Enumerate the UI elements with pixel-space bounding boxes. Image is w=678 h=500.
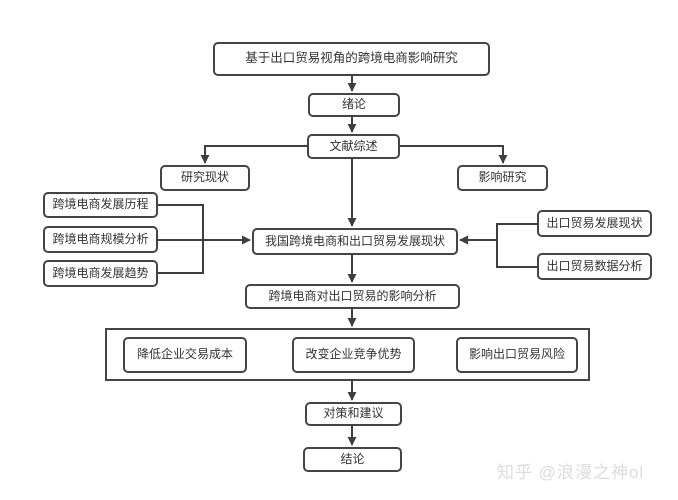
node-development-status: 我国跨境电商和出口贸易发展现状	[252, 228, 458, 255]
node-change-competitive-advantage: 改变企业竞争优势	[292, 337, 415, 373]
node-conclusion: 结论	[303, 447, 402, 472]
node-literature-review: 文献综述	[307, 134, 400, 159]
arrow-literature-to-impact-research	[400, 145, 508, 164]
node-cbec-scale: 跨境电商规模分析	[43, 226, 158, 253]
zhihu-watermark: 知乎 @浪漫之神ol	[497, 463, 645, 482]
node-export-trade-data: 出口贸易数据分析	[537, 253, 652, 280]
node-export-trade-status: 出口贸易发展现状	[537, 210, 652, 237]
node-cbec-trend: 跨境电商发展趋势	[43, 260, 158, 287]
node-thesis-title: 基于出口贸易视角的跨境电商影响研究	[213, 42, 490, 76]
node-cbec-history: 跨境电商发展历程	[43, 192, 158, 218]
node-introduction: 绪论	[308, 93, 400, 117]
arrow-literature-to-research-status	[200, 145, 307, 164]
node-affect-trade-risk: 影响出口贸易风险	[456, 337, 578, 373]
node-reduce-transaction-cost: 降低企业交易成本	[123, 337, 247, 373]
node-research-status: 研究现状	[160, 165, 250, 191]
node-impact-research: 影响研究	[457, 165, 548, 191]
node-impact-analysis: 跨境电商对出口贸易的影响分析	[245, 284, 460, 309]
node-suggestions: 对策和建议	[305, 402, 402, 426]
